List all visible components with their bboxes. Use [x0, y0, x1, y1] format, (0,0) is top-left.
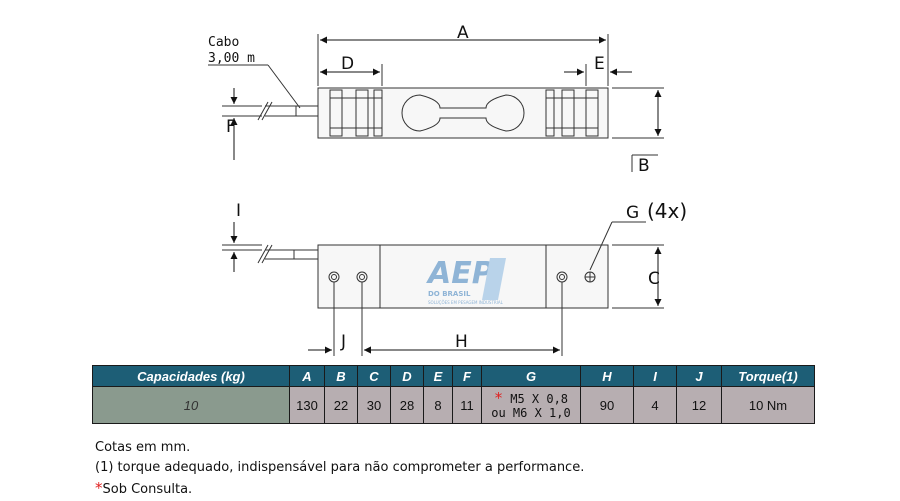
technical-drawing: Cabo 3,00 m A D E B F [208, 23, 687, 356]
note-consult: *Sob Consulta. [95, 478, 584, 500]
dim-b-label: B [638, 156, 650, 176]
header-d: D [390, 365, 424, 387]
header-i: I [633, 365, 677, 387]
note-torque: (1) torque adequado, indispensável para … [95, 460, 585, 475]
cell-g-line2: ou M6 X 1,0 [491, 405, 571, 420]
dim-i-label: I [236, 201, 241, 221]
top-view [257, 87, 609, 139]
header-capacity: Capacidades (kg) [92, 365, 290, 387]
cell-f: 11 [452, 386, 482, 424]
header-torque: Torque(1) [721, 365, 815, 387]
company-logo: AEP DO BRASIL SOLUÇÕES EM PESAGEM INDUST… [426, 256, 506, 305]
cell-d: 28 [390, 386, 424, 424]
dim-d-label: D [341, 54, 354, 74]
cell-j: 12 [676, 386, 722, 424]
note-consult-text: Sob Consulta. [102, 482, 193, 497]
table-header-row: Capacidades (kg) A B C D E F G H I J Tor… [92, 365, 815, 387]
dim-h-label: H [455, 332, 468, 352]
svg-text:DO BRASIL: DO BRASIL [428, 290, 471, 298]
note-star: * [95, 479, 103, 497]
cell-a: 130 [289, 386, 325, 424]
svg-text:AEP: AEP [426, 256, 494, 291]
consult-star: * [493, 388, 503, 407]
note-units: Cotas em mm. [95, 440, 191, 455]
header-g: G [481, 365, 581, 387]
cell-torque: 10 Nm [721, 386, 815, 424]
header-b: B [324, 365, 358, 387]
footnotes: Cotas em mm. (1) torque adequado, indisp… [95, 438, 584, 500]
side-view [257, 244, 609, 309]
svg-text:SOLUÇÕES EM PESAGEM INDUSTRIAL: SOLUÇÕES EM PESAGEM INDUSTRIAL [428, 300, 504, 305]
cell-i: 4 [633, 386, 677, 424]
dim-j-label: J [340, 332, 346, 352]
dim-g-qty: (4x) [647, 199, 687, 223]
dim-f-label: F [226, 117, 236, 137]
header-e: E [423, 365, 453, 387]
cell-g-line1: M5 X 0,8 [510, 391, 569, 406]
cell-c: 30 [357, 386, 391, 424]
header-j: J [676, 365, 722, 387]
cable-label: Cabo [208, 35, 239, 50]
cell-e: 8 [423, 386, 453, 424]
dim-a-label: A [457, 23, 469, 43]
cable-length: 3,00 m [208, 51, 255, 66]
header-f: F [452, 365, 482, 387]
specification-table: Capacidades (kg) A B C D E F G H I J Tor… [92, 365, 815, 424]
cell-b: 22 [324, 386, 358, 424]
header-c: C [357, 365, 391, 387]
dim-g-label: G [626, 203, 639, 223]
header-h: H [580, 365, 634, 387]
cell-h: 90 [580, 386, 634, 424]
cell-capacity: 10 [92, 386, 290, 424]
dim-c-label: C [648, 269, 660, 289]
dim-e-label: E [594, 54, 605, 74]
header-a: A [289, 365, 325, 387]
